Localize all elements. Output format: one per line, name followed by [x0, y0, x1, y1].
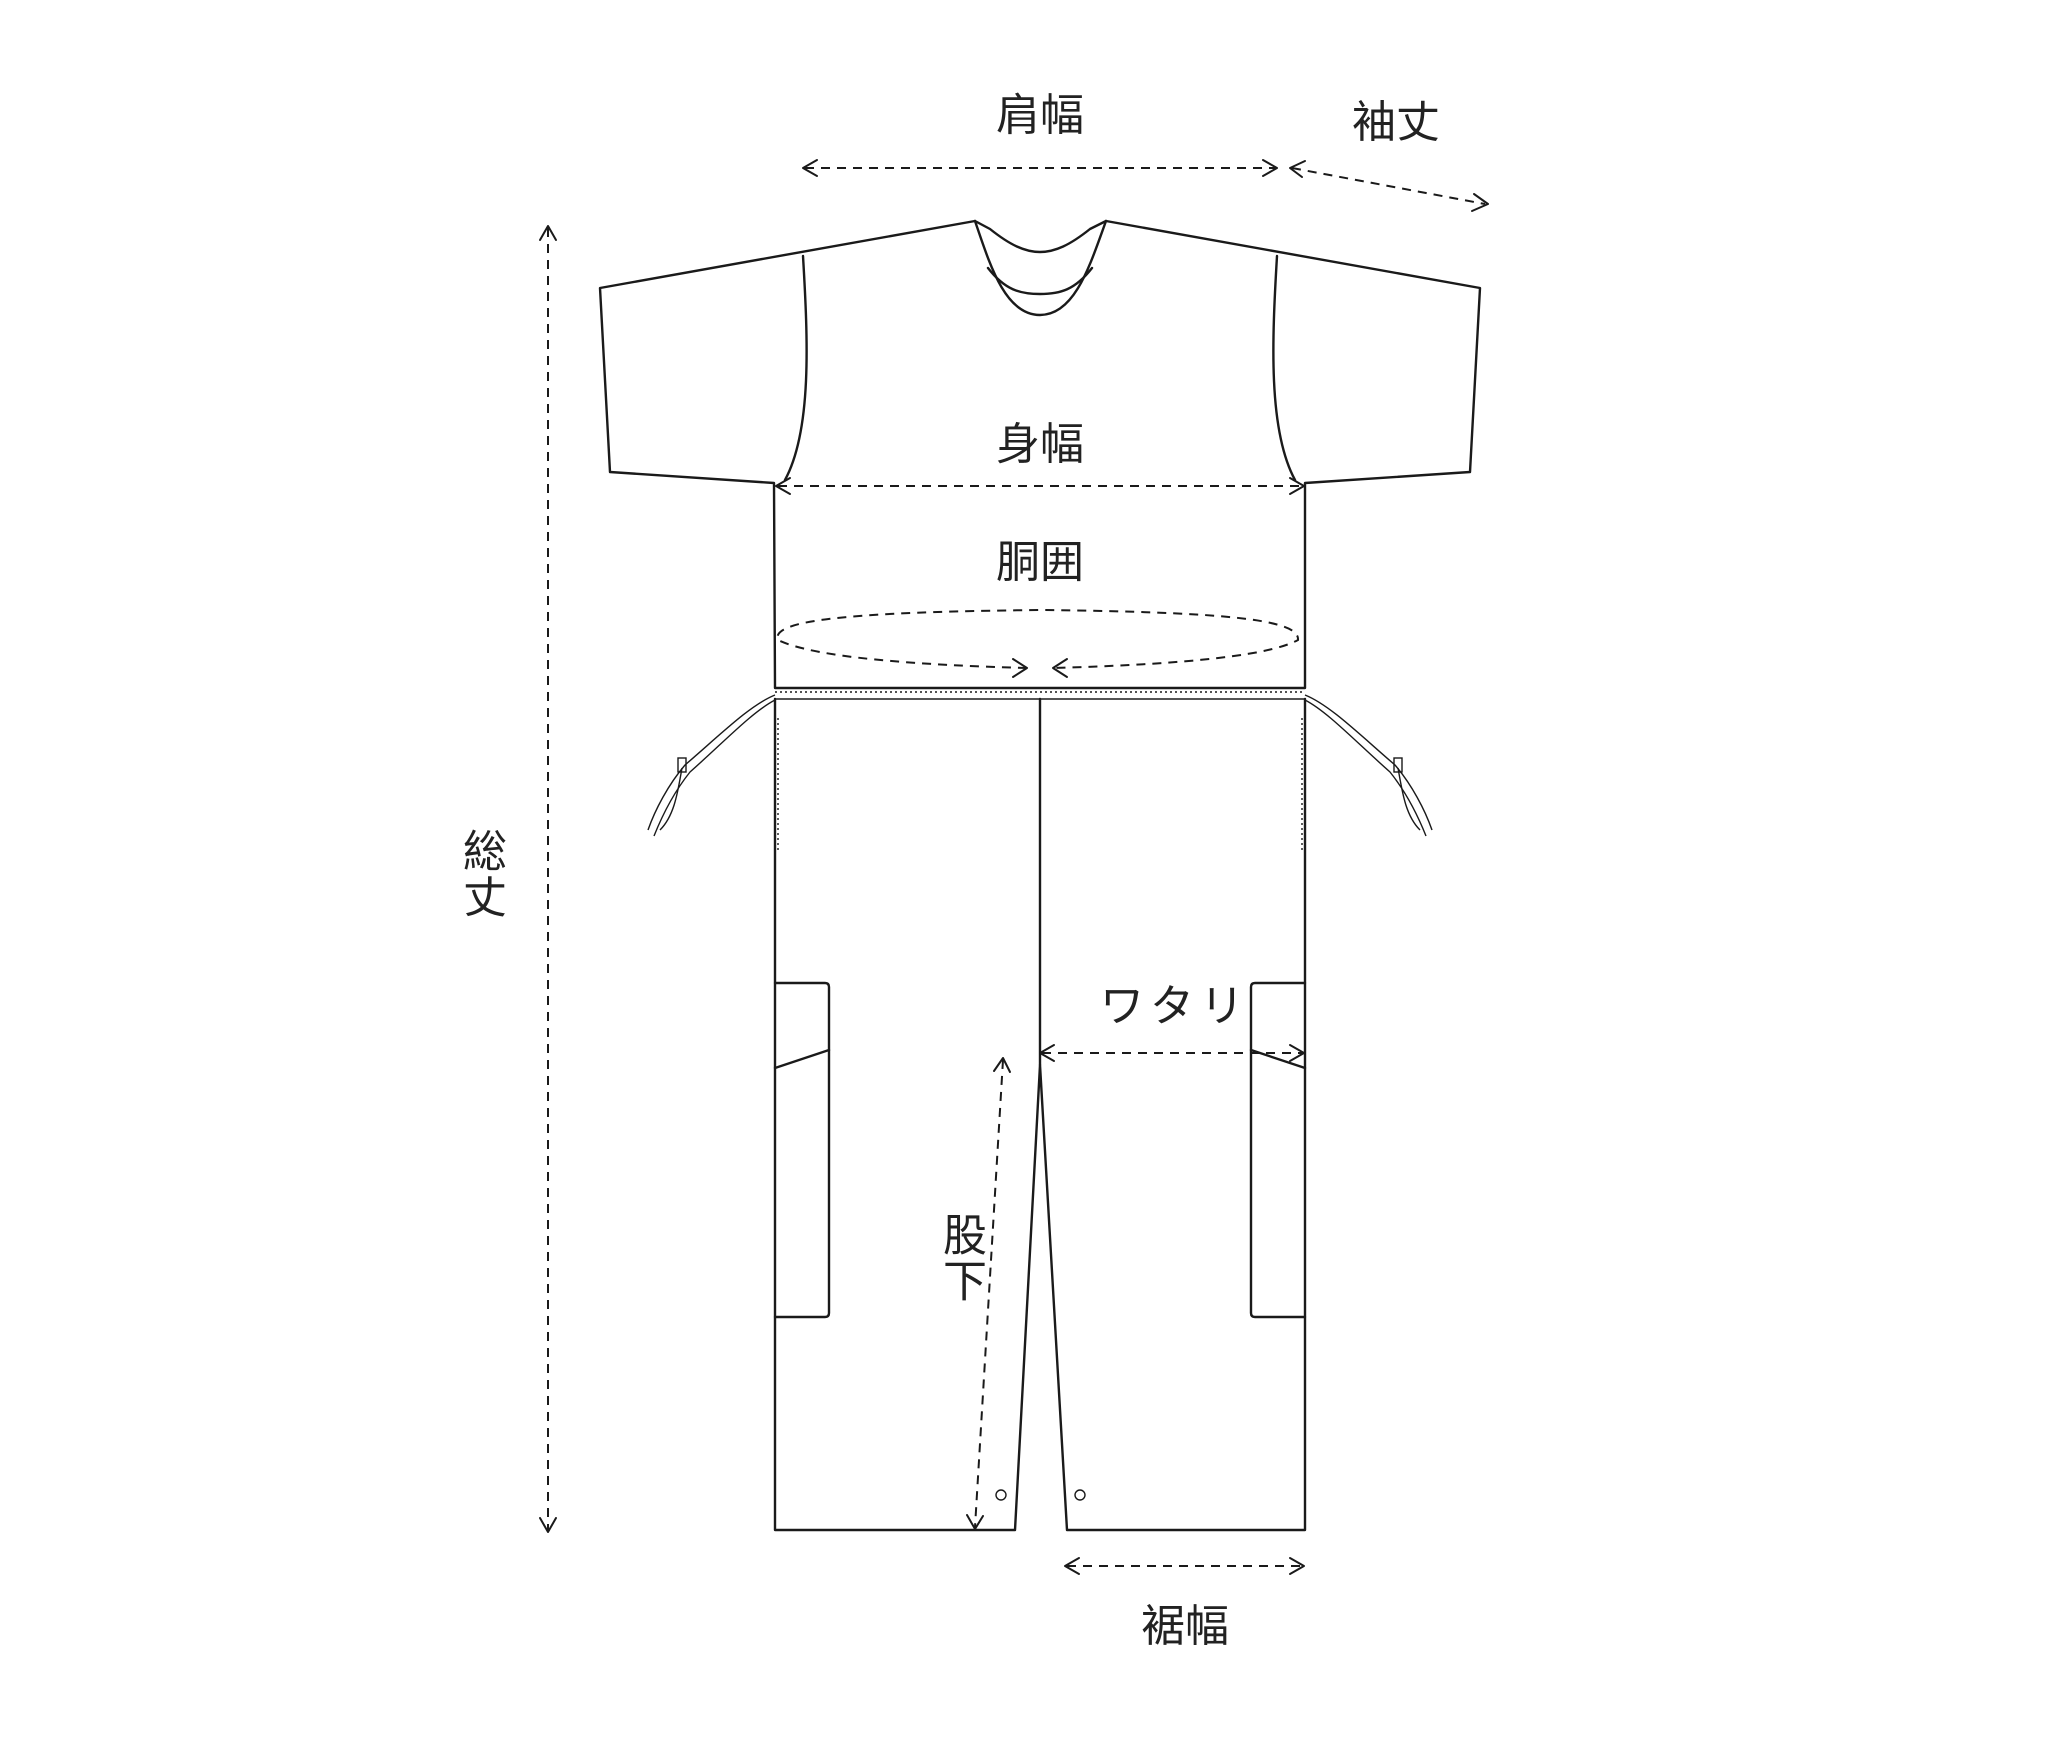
left-armhole-seam	[783, 254, 808, 482]
hem-width-arrow	[1064, 1557, 1305, 1575]
body-width-arrow	[775, 477, 1305, 495]
top-outline	[598, 219, 1482, 690]
snap-button-right	[1074, 1489, 1086, 1501]
right-armhole-seam	[1272, 254, 1297, 482]
label-thigh-width: ワタリ	[1100, 981, 1250, 1032]
right-pocket	[1249, 981, 1307, 1319]
collar-inner	[973, 219, 1108, 254]
drawstrings	[647, 694, 1433, 850]
label-shoulder-width: 肩幅	[996, 90, 1084, 141]
collar-outer	[973, 219, 1108, 317]
snap-button-left	[995, 1489, 1007, 1501]
pants-garment	[773, 697, 1307, 1532]
sleeve-length-arrow	[1289, 160, 1489, 212]
top-garment	[598, 219, 1482, 700]
label-inseam: 股下	[935, 1212, 986, 1304]
label-body-width: 身幅	[996, 419, 1084, 470]
label-total-length: 総丈	[455, 828, 506, 920]
inseam-arrow	[966, 1057, 1011, 1530]
total-length-arrow	[539, 225, 557, 1533]
label-waist: 胴囲	[996, 537, 1084, 588]
collar-stitch	[986, 266, 1094, 296]
waist-arrow	[776, 608, 1300, 678]
left-pocket	[773, 981, 831, 1319]
label-sleeve-length: 袖丈	[1352, 97, 1440, 148]
thigh-width-arrow	[1039, 1044, 1305, 1062]
shoulder-width-arrow	[802, 159, 1278, 177]
label-hem-width: 裾幅	[1141, 1601, 1229, 1652]
